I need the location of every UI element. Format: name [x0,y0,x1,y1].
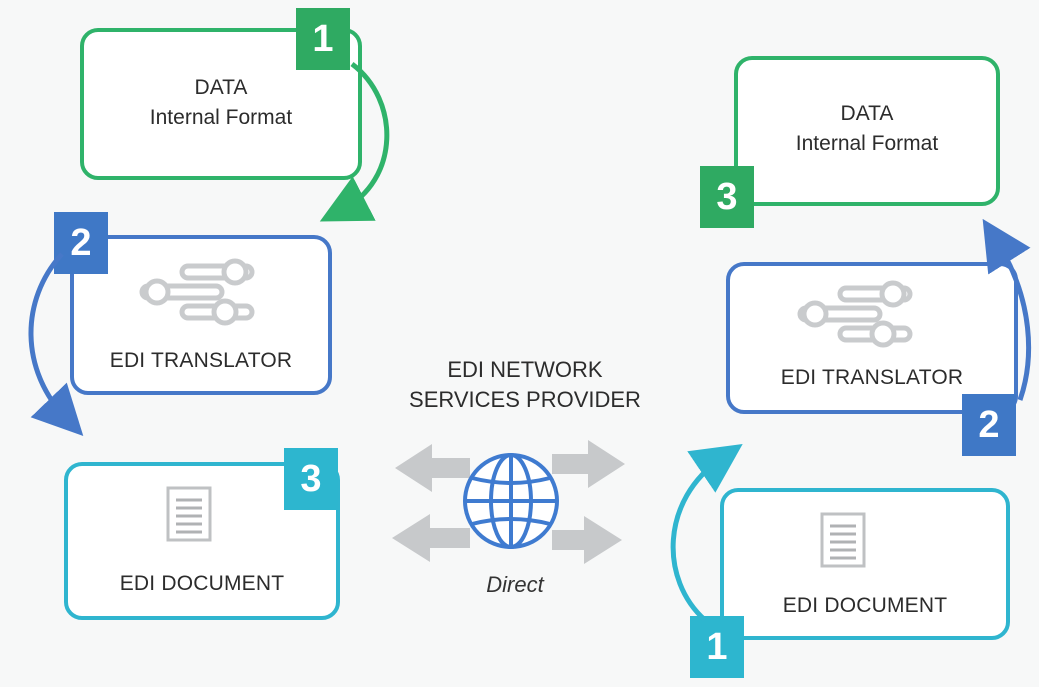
direct-caption: Direct [486,572,544,597]
left-arrow-step2 [28,252,84,437]
network-arrows-icon [392,440,625,564]
right-sliders-icon [797,280,913,348]
right-step-badge-3: 3 [700,166,754,228]
right-document-icon [820,512,866,568]
left-arrow-step1 [319,62,390,222]
right-document-label: EDI DOCUMENT [782,594,948,617]
right-arrow-step2 [982,218,1032,401]
left-step-badge-3: 3 [284,448,338,510]
left-translator-box: EDI TRANSLATOR [70,235,332,395]
right-arrow-step1 [670,443,743,622]
left-step-badge-1: 1 [296,8,350,70]
right-step-badge-2: 2 [962,394,1016,456]
right-translator-label: EDI TRANSLATOR [780,366,964,389]
network-title-line2: SERVICES PROVIDER [409,387,641,412]
right-data-box: DATA Internal Format [734,56,1000,206]
left-translator-label: EDI TRANSLATOR [109,349,293,372]
right-step-badge-1: 1 [690,616,744,678]
right-data-line1: DATA [840,102,894,125]
left-document-icon [166,486,212,542]
left-data-line2: Internal Format [149,106,293,129]
network-title-line1: EDI NETWORK [447,357,603,382]
left-sliders-icon [139,258,255,326]
right-data-line2: Internal Format [795,132,939,155]
left-data-line1: DATA [194,76,248,99]
network-title: EDI NETWORK SERVICES PROVIDER [360,355,690,415]
left-document-label: EDI DOCUMENT [119,572,285,595]
globe-icon [463,453,559,549]
left-step-badge-2: 2 [54,212,108,274]
